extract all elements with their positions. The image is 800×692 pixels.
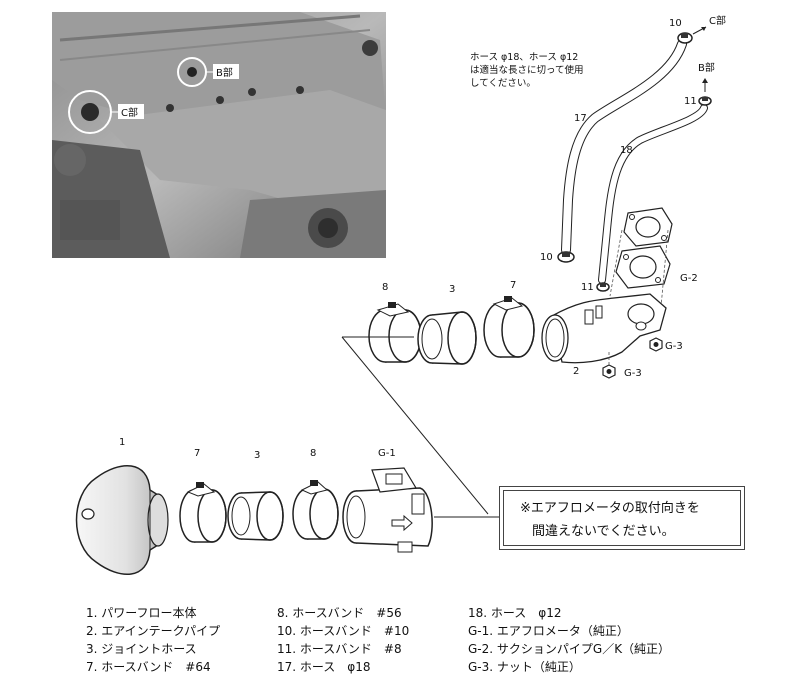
part-item: 18. ホース φ12: [468, 606, 562, 620]
photo-label-c: C部: [121, 106, 138, 119]
band-10-top: [677, 32, 693, 44]
note-line-2: は適当な長さに切って使用: [470, 65, 584, 76]
band-7-upper: [483, 296, 535, 358]
part-item: 8. ホースバンド #56: [277, 606, 402, 620]
photo-marker-c: C部: [68, 90, 144, 134]
parts-list-col-3: 18. ホース φ12 G-1. エアフロメータ（純正） G-2. サクションパ…: [468, 604, 670, 676]
callout-18: 18: [620, 145, 633, 156]
nut-g3-left: [602, 364, 616, 379]
callout-c-bu: C部: [709, 14, 726, 27]
airflow-meter-g1: [342, 467, 433, 553]
parts-list-col-2: 8. ホースバンド #56 10. ホースバンド #10 11. ホースバンド …: [277, 604, 409, 676]
photo-label-b: B部: [216, 66, 233, 79]
part-item: 3. ジョイントホース: [86, 642, 197, 656]
band-7-lower: [179, 482, 227, 543]
callout-2: 2: [573, 366, 579, 377]
callout-10-mid: 10: [540, 252, 553, 263]
part-item: 10. ホースバンド #10: [277, 624, 410, 638]
part-item: 17. ホース φ18: [277, 660, 371, 674]
band-11-mid: [596, 282, 610, 292]
gasket-g2-bottom: [615, 245, 671, 289]
part-item: G-1. エアフロメータ（純正）: [468, 624, 629, 638]
intake-pipe-2: [541, 293, 667, 364]
part-item: 2. エアインテークパイプ: [86, 624, 221, 638]
callout-3-upper: 3: [449, 284, 455, 295]
band-10-mid: [557, 251, 575, 263]
nut-g3-right: [649, 337, 663, 352]
warning-box: ※エアフロメータの取付向きを 間違えないでください。: [499, 486, 745, 550]
callout-11-top: 11: [684, 96, 697, 107]
callout-8-upper: 8: [382, 282, 388, 293]
callout-7-lower: 7: [194, 448, 200, 459]
band-8-upper: [368, 302, 422, 363]
part-item: G-2. サクションパイプG／K（純正）: [468, 642, 671, 656]
warning-line-2: 間違えないでください。: [532, 524, 675, 539]
band-8-lower: [292, 480, 339, 540]
band-11-top: [698, 96, 712, 106]
joint-hose-3-upper: [417, 311, 477, 365]
parts-list-col-1: 1. パワーフロー本体 2. エアインテークパイプ 3. ジョイントホース 7.…: [86, 604, 220, 676]
warning-box-inner: ※エアフロメータの取付向きを 間違えないでください。: [503, 490, 741, 546]
note-line-3: してください。: [470, 78, 536, 89]
callout-g3-right: G-3: [665, 341, 683, 352]
note-line-1: ホース φ18、ホース φ12: [470, 52, 579, 63]
part-item: 1. パワーフロー本体: [86, 606, 197, 620]
connector-line-a: [341, 336, 489, 515]
callout-10-top: 10: [669, 18, 682, 29]
part-item: 7. ホースバンド #64: [86, 660, 211, 674]
callout-b-bu: B部: [698, 61, 715, 74]
engine-photo: [52, 12, 386, 258]
hose-cut-note: ホース φ18、ホース φ12 は適当な長さに切って使用 してください。: [470, 51, 584, 90]
callout-g1: G-1: [378, 448, 396, 459]
callout-7-upper: 7: [510, 280, 516, 291]
callout-8-lower: 8: [310, 448, 316, 459]
power-flow-body-1: [75, 465, 169, 575]
gasket-g2-top: [623, 207, 673, 247]
part-item: 11. ホースバンド #8: [277, 642, 402, 656]
callout-g3-left: G-3: [624, 368, 642, 379]
callout-1: 1: [119, 437, 125, 448]
callout-17: 17: [574, 113, 587, 124]
callout-g2: G-2: [680, 273, 698, 284]
callout-11-mid: 11: [581, 282, 594, 293]
callout-3-lower: 3: [254, 450, 260, 461]
joint-hose-3-lower: [227, 491, 284, 541]
photo-marker-b: B部: [177, 57, 239, 87]
warning-line-1: ※エアフロメータの取付向きを: [520, 501, 700, 516]
part-item: G-3. ナット（純正）: [468, 660, 581, 674]
